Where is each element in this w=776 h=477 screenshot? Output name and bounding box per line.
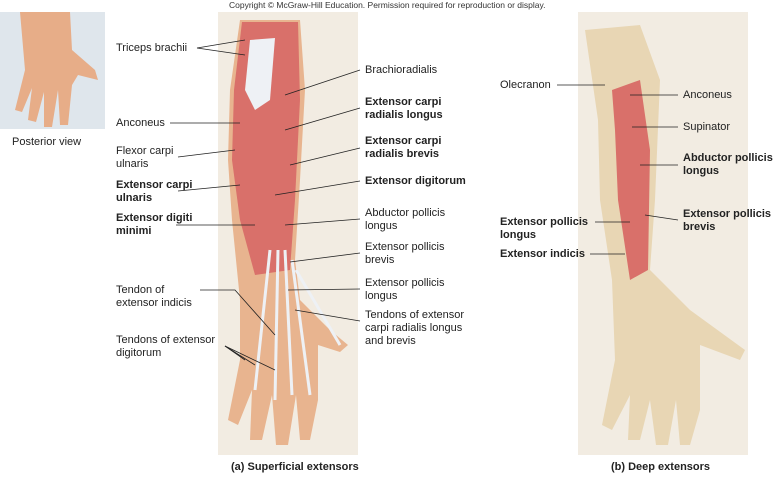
tendons-a [253,249,342,401]
label-extensor-pollicis-brevis: Extensor pollicis brevis [365,241,445,266]
label-extensor-carpi-ulnaris: Extensor carpi ulnaris [116,179,193,204]
label-olecranon: Olecranon [500,79,551,91]
thumbnail-caption: Posterior view [12,136,82,148]
deep-muscles [612,80,650,280]
label-triceps-brachii: Triceps brachii [116,42,188,54]
label-extensor-digiti-minimi: Extensor digiti minimi [116,212,193,237]
label-b-extensor-pollicis-longus: Extensor pollicis longus [500,216,589,241]
label-tendons-extensor-digitorum: Tendons of extensor digitorum [116,334,216,359]
label-tendon-extensor-indicis: Tendon of extensor indicis [116,284,192,309]
label-extensor-digitorum: Extensor digitorum [365,175,466,187]
label-supinator: Supinator [683,121,731,133]
caption-panel-a: (a) Superficial extensors [231,461,359,473]
copyright-notice: Copyright © McGraw-Hill Education. Permi… [229,0,546,10]
label-ecr-longus: Extensor carpi radialis longus [365,96,443,121]
label-b-abductor-pollicis-longus: Abductor pollicis longus [683,152,773,177]
label-extensor-pollicis-longus: Extensor pollicis longus [365,277,445,302]
leader-lines [170,39,679,371]
label-brachioradialis: Brachioradialis [365,64,438,76]
label-extensor-indicis: Extensor indicis [500,248,585,260]
caption-panel-b: (b) Deep extensors [611,461,711,473]
label-anconeus: Anconeus [116,117,165,129]
hand-thumbnail [15,12,98,127]
label-ecr-brevis: Extensor carpi radialis brevis [365,135,442,160]
label-b-anconeus: Anconeus [683,89,732,101]
label-b-extensor-pollicis-brevis: Extensor pollicis brevis [683,208,772,233]
triceps-tendon [245,38,275,110]
label-abductor-pollicis-longus: Abductor pollicis longus [365,207,446,232]
label-flexor-carpi-ulnaris: Flexor carpi ulnaris [116,145,174,170]
label-tendons-ecr: Tendons of extensor carpi radialis longu… [365,309,465,347]
